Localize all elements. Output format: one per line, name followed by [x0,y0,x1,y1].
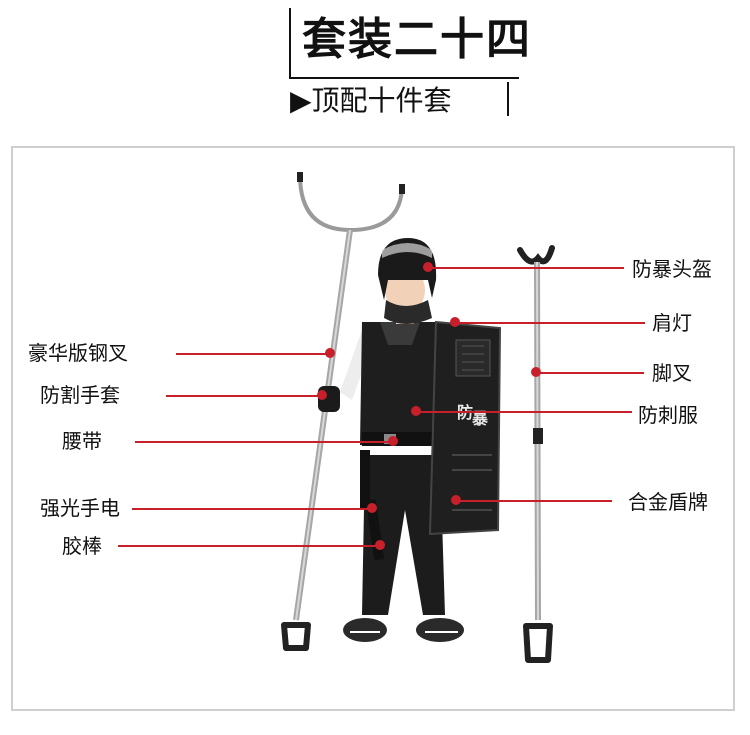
callout-dot-strong-flashlight [367,503,377,513]
leader-line-riot-helmet [428,267,624,269]
page-subtitle: ▶顶配十件套 [290,84,452,117]
label-deluxe-steel-fork: 豪华版钢叉 [28,341,128,365]
officer-figure [318,238,464,642]
leader-line-stab-vest [416,411,632,413]
subtitle-divider-vertical [507,82,509,116]
label-alloy-shield: 合金盾牌 [628,490,708,514]
label-belt: 腰带 [62,429,102,453]
leader-line-deluxe-steel-fork [176,353,330,355]
leader-line-cut-resistant-gloves [166,395,322,397]
leader-line-rubber-baton [118,545,380,547]
leg-fork-pole [517,245,555,663]
callout-dot-rubber-baton [375,540,385,550]
alloy-shield: 防 暴 [428,320,502,536]
label-shoulder-light: 肩灯 [652,311,692,335]
page-title: 套装二十四 [302,14,532,65]
leader-line-leg-fork [536,372,644,374]
title-divider-vertical [289,8,291,78]
steel-fork-pole [281,172,405,651]
shield-text-2: 暴 [471,409,489,428]
label-strong-flashlight: 强光手电 [40,496,120,520]
leader-line-shoulder-light [455,322,645,324]
callout-dot-cut-resistant-gloves [317,390,327,400]
label-stab-vest: 防刺服 [638,403,698,427]
callout-dot-deluxe-steel-fork [325,348,335,358]
label-leg-fork: 脚叉 [652,361,692,385]
leader-line-belt [135,441,393,443]
header: 套装二十四 ▶顶配十件套 [0,0,750,140]
leader-line-strong-flashlight [132,508,372,510]
label-rubber-baton: 胶棒 [62,534,102,558]
label-cut-resistant-gloves: 防割手套 [40,383,120,407]
leader-line-alloy-shield [456,500,612,502]
title-divider-horizontal [289,77,519,79]
label-riot-helmet: 防暴头盔 [632,257,712,281]
callout-dot-belt [388,436,398,446]
